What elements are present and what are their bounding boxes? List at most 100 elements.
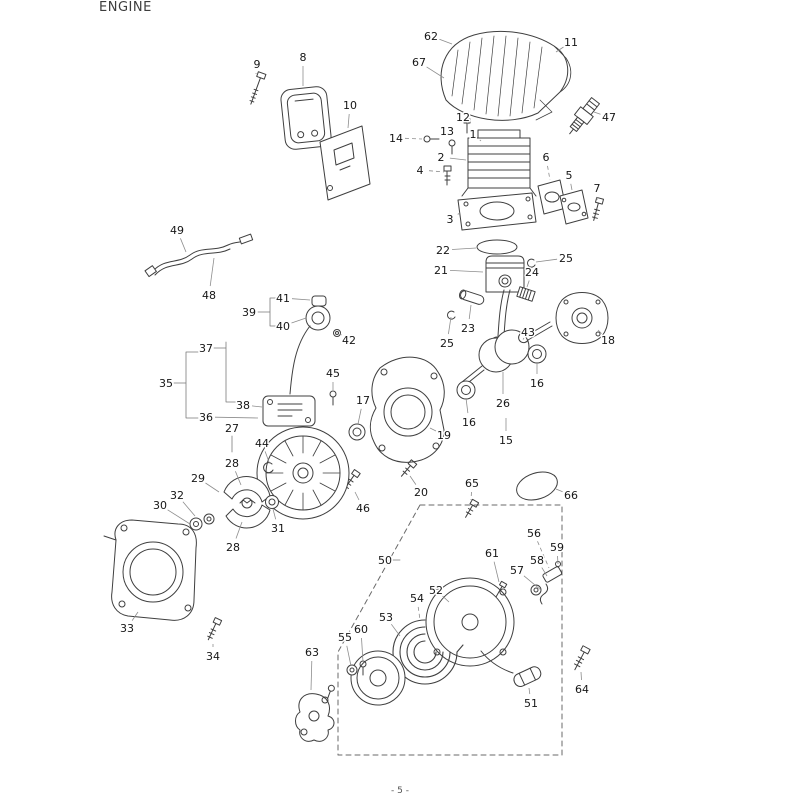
piston-drawing (485, 255, 525, 293)
screw-20-drawing (400, 459, 418, 477)
leader-line-2 (449, 157, 467, 161)
part-callout-55: 55 (338, 631, 352, 644)
part-callout-15: 15 (499, 434, 513, 447)
leader-line-29 (205, 482, 220, 493)
leader-line-16 (465, 397, 469, 414)
part-callout-14: 14 (389, 132, 403, 145)
part-callout-65: 65 (465, 477, 479, 490)
leader-line-5 (570, 183, 573, 191)
screw-4-drawing (443, 165, 452, 186)
part-callout-45: 45 (326, 367, 340, 380)
part-callout-52: 52 (429, 584, 443, 597)
part-callout-13: 13 (440, 125, 454, 138)
leader-line-1 (479, 139, 482, 142)
washer-31-drawing (265, 495, 279, 509)
part-callout-5: 5 (566, 169, 573, 182)
washer-55-drawing (346, 664, 358, 676)
part-callout-9: 9 (254, 58, 261, 71)
circlip-25-left-drawing (447, 310, 456, 320)
leader-line-40 (291, 317, 307, 324)
part-callout-62: 62 (424, 30, 438, 43)
clip-44-drawing (263, 462, 274, 474)
part-callout-32: 32 (170, 489, 184, 502)
leader-line-6 (547, 165, 551, 181)
leader-line-21 (449, 270, 484, 273)
part-callout-44: 44 (255, 437, 269, 450)
screw-64-drawing (574, 645, 591, 671)
part-callout-7: 7 (594, 182, 601, 195)
part-callout-27: 27 (225, 422, 239, 435)
part-callout-28: 28 (226, 541, 240, 554)
leader-line-24 (526, 280, 530, 288)
leader-line-43 (522, 337, 525, 340)
leader-line-23 (468, 304, 472, 320)
gasket-3-drawing (457, 192, 537, 231)
leader-line-42 (339, 333, 342, 336)
leader-line-31 (272, 508, 277, 520)
leader-line-32 (182, 501, 196, 517)
page-title: ENGINE (99, 0, 152, 15)
stop-wire-drawing (144, 233, 254, 278)
gasket-66-drawing (516, 471, 558, 501)
pawl-63-drawing (295, 684, 335, 742)
part-callout-46: 46 (356, 502, 370, 515)
part-callout-33: 33 (120, 622, 134, 635)
part-callout-63: 63 (305, 646, 319, 659)
part-callout-40: 40 (276, 320, 290, 333)
fan-housing-drawing (103, 519, 197, 621)
screw-61-drawing (495, 580, 508, 598)
leader-line-47 (593, 111, 601, 115)
leader-line-3 (457, 212, 461, 215)
ignition-module-drawing (262, 395, 316, 427)
part-callout-61: 61 (485, 547, 499, 560)
part-callout-4: 4 (417, 164, 424, 177)
oil-seal-17-drawing (348, 423, 366, 441)
part-callout-43: 43 (521, 326, 535, 339)
part-callout-1: 1 (470, 128, 477, 141)
leader-line-41 (291, 298, 311, 301)
leader-line-18 (597, 329, 602, 334)
part-callout-37: 37 (199, 342, 213, 355)
part-callout-24: 24 (525, 266, 539, 279)
bracket-plate-drawing (319, 125, 371, 201)
part-callout-25: 25 (559, 252, 573, 265)
circlip-25-right-drawing (527, 258, 536, 268)
part-callout-16: 16 (530, 377, 544, 390)
clutch-drawing (223, 476, 271, 529)
part-callout-57: 57 (510, 564, 524, 577)
crankcase-half-18-drawing (555, 292, 609, 344)
flywheel-drawing (256, 426, 350, 520)
crankcase-19-drawing (369, 356, 445, 463)
starter-assembly-boundary (337, 504, 563, 756)
part-callout-51: 51 (524, 697, 538, 710)
part-callout-39: 39 (242, 306, 256, 319)
leader-line-67 (426, 66, 445, 79)
leader-line-49 (180, 238, 187, 253)
insulator-5-drawing (559, 189, 589, 225)
crankshaft-drawing (461, 289, 553, 387)
leader-line-38 (251, 405, 263, 408)
leader-line-44 (264, 451, 270, 463)
part-callout-47: 47 (602, 111, 616, 124)
part-callout-6: 6 (543, 151, 550, 164)
leader-line-33 (131, 611, 139, 621)
leader-line-19 (429, 427, 437, 432)
leader-line-48 (209, 257, 215, 287)
part-callout-66: 66 (564, 489, 578, 502)
bolt-7-drawing (592, 196, 605, 221)
leader-line-25 (448, 316, 452, 335)
leader-line-28 (235, 471, 242, 486)
leader-line-52 (442, 595, 450, 603)
screw-46-drawing (343, 469, 361, 490)
part-callout-36: 36 (199, 411, 213, 424)
bearing-16-right-drawing (527, 344, 547, 364)
leader-line-59 (557, 555, 559, 565)
leader-line-17 (357, 408, 362, 425)
leader-line-10 (347, 113, 350, 129)
leader-line-12 (466, 121, 469, 125)
part-callout-2: 2 (438, 151, 445, 164)
needle-bearing-24-drawing (516, 286, 536, 302)
